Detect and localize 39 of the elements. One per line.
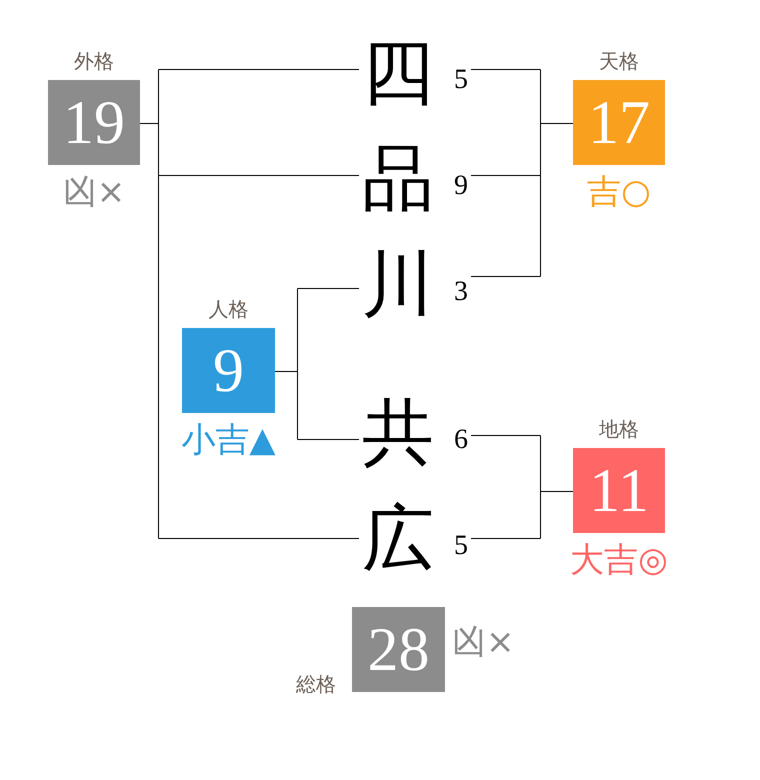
score-number: 28 bbox=[368, 618, 430, 680]
fortune-verdict: 吉○ bbox=[587, 175, 651, 209]
stroke-count: 5 bbox=[454, 66, 468, 94]
fortune-verdict: 小吉▲ bbox=[181, 423, 276, 457]
score-number: 17 bbox=[588, 92, 650, 154]
stroke-count: 9 bbox=[454, 172, 468, 200]
connector-line bbox=[140, 69, 159, 539]
connector-line bbox=[158, 175, 360, 176]
connector-line bbox=[274, 288, 298, 440]
grid-heading: 外格 bbox=[74, 51, 114, 71]
connector-line bbox=[158, 69, 360, 70]
score-number: 9 bbox=[213, 340, 244, 402]
grid-heading: 天格 bbox=[599, 51, 639, 71]
score-number: 19 bbox=[63, 92, 125, 154]
score-number: 11 bbox=[589, 460, 649, 522]
connector-line bbox=[540, 435, 574, 539]
connector-line bbox=[158, 538, 360, 539]
name-character: 四 bbox=[362, 36, 434, 108]
name-character: 共 bbox=[362, 396, 434, 468]
connector-line bbox=[540, 69, 574, 277]
stroke-count: 5 bbox=[454, 532, 468, 560]
connector-line bbox=[470, 69, 541, 70]
fortune-verdict: 凶× bbox=[62, 175, 126, 209]
connector-line bbox=[470, 538, 541, 539]
connector-line bbox=[470, 175, 541, 176]
name-character: 川 bbox=[362, 248, 434, 320]
fortune-verdict: 大吉◎ bbox=[570, 543, 668, 577]
stroke-count: 3 bbox=[454, 278, 468, 306]
stroke-count: 6 bbox=[454, 426, 468, 454]
connector-line bbox=[297, 288, 360, 289]
connector-line bbox=[470, 435, 541, 436]
name-character: 広 bbox=[362, 502, 434, 574]
grid-heading: 人格 bbox=[208, 299, 248, 319]
grid-heading: 地格 bbox=[599, 419, 639, 439]
fortune-verdict: 凶× bbox=[452, 625, 514, 659]
connector-line bbox=[297, 439, 360, 440]
connector-line bbox=[470, 276, 541, 277]
name-character: 品 bbox=[362, 142, 434, 214]
grid-heading: 総格 bbox=[296, 674, 336, 694]
